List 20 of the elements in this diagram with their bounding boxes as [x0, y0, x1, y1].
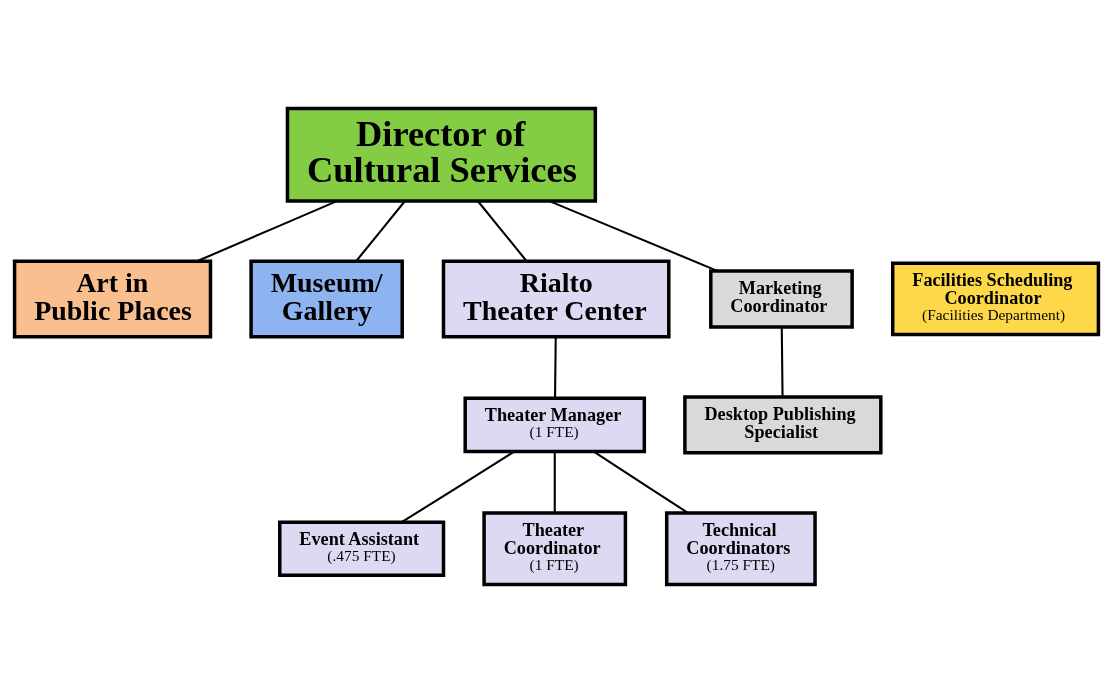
- connector: [197, 199, 338, 262]
- node-box: Technical Coordinators (1.75 FTE): [664, 510, 817, 586]
- connector: [554, 336, 557, 398]
- node-box: Art in Public Places: [12, 258, 213, 338]
- connector: [401, 450, 515, 523]
- node-box: Museum/ Gallery: [249, 258, 404, 338]
- connector: [593, 450, 689, 514]
- connector: [549, 199, 718, 272]
- node-box: Event Assistant (.475 FTE): [278, 519, 446, 577]
- node-box: Rialto Theater Center: [441, 258, 671, 338]
- connector: [780, 326, 784, 397]
- connector: [355, 200, 406, 262]
- node-box: Marketing Coordinator: [709, 268, 854, 329]
- connector: [553, 451, 556, 513]
- node-box: Facilities Scheduling Coordinator (Facilities Department): [890, 261, 1101, 336]
- node-box: Desktop Publishing Specialist: [683, 394, 883, 455]
- node-box: Theater Coordinator (1 FTE): [482, 510, 628, 586]
- node-box: Director of Cultural Services: [285, 106, 598, 203]
- node-box: Theater Manager (1 FTE): [463, 396, 647, 453]
- connector: [477, 200, 528, 262]
